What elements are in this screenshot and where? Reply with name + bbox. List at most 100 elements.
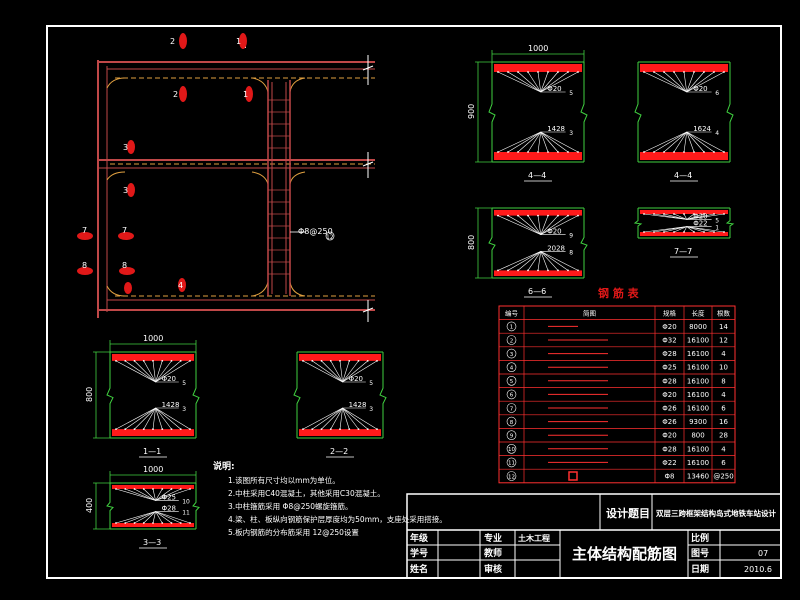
bottom-rebar-band (640, 232, 728, 236)
rebar-dot (703, 213, 705, 215)
bar-number: 11 (508, 461, 515, 467)
rebar-dot (497, 269, 499, 272)
bar-number-circle (506, 362, 517, 373)
table-cell: 16100 (687, 350, 709, 358)
leader-line (663, 226, 687, 233)
rebar-dot (320, 428, 323, 431)
leader-line (537, 131, 542, 153)
major-label: 专业 (484, 532, 502, 544)
rebar-dot (567, 71, 569, 73)
leader-line (342, 407, 368, 430)
rebar-dot (376, 428, 378, 431)
rebar-dot (683, 231, 685, 233)
bar-number: 9 (510, 434, 514, 440)
design-topic-label: 设计题目 (606, 506, 650, 520)
rebar-dot (537, 71, 539, 73)
section-outline (106, 352, 114, 438)
section-outline (580, 62, 588, 162)
leader-line (507, 251, 541, 271)
top-rebar-band (494, 64, 582, 72)
section-outline (726, 62, 734, 162)
table-cell: 10 (719, 364, 728, 372)
rebar-dot (723, 231, 725, 233)
title-block (406, 493, 782, 579)
leader-line (540, 251, 569, 271)
bar-number: 4 (510, 366, 514, 372)
rebar-dot (339, 428, 341, 431)
rebar-dot (547, 71, 549, 73)
leader-line (686, 71, 695, 93)
rebar-dot (142, 522, 145, 524)
section-outline (192, 483, 200, 529)
plan-mark-label: 8 (122, 261, 127, 270)
bottom-bar-mark: 3 (182, 406, 186, 413)
section-outline (192, 352, 200, 438)
section-outline (580, 208, 588, 278)
rebar-dot (507, 214, 509, 217)
rebar-dot (115, 428, 117, 431)
rebar-dot (653, 231, 655, 233)
table-cell: 16 (719, 418, 728, 426)
leader-line (540, 251, 579, 271)
leader-line (155, 511, 181, 524)
leader-line (537, 71, 542, 93)
design-topic-value: 双层三跨框架结构岛式地铁车站设计 (656, 508, 776, 518)
bottom-bar-mark: 3 (569, 130, 573, 137)
height-dimension: 400 (85, 498, 94, 513)
leader-line (134, 511, 156, 524)
leader-line (155, 407, 191, 430)
bottom-rebar-band (494, 270, 582, 276)
plan-mark-label: 4 (178, 281, 183, 290)
rebar-dot (557, 269, 559, 272)
rebar-dot (170, 359, 173, 362)
rebar-dot (179, 522, 182, 524)
rebar-dot (713, 151, 715, 153)
table-cell: 800 (691, 432, 704, 440)
leader-line (537, 215, 542, 235)
table-cell: @250 (713, 473, 733, 481)
note-item: 1.该图所有尺寸均以mm为单位。 (228, 475, 340, 485)
rebar-dot (152, 428, 154, 431)
bottom-bar-label: 1428 (547, 125, 565, 133)
leader-line (527, 251, 542, 271)
rebar-dot (142, 359, 145, 362)
section-outline (293, 352, 301, 438)
rebar-dot (302, 359, 304, 362)
top-bar-mark: 5 (715, 217, 719, 224)
bar-number-circle (506, 321, 517, 332)
rebar-dot (517, 71, 519, 73)
rebar-dot (152, 359, 154, 362)
rebar-dot (693, 151, 695, 153)
leader-line (686, 226, 695, 233)
rebar-dot (673, 71, 675, 73)
plan-mark-label: 3 (123, 186, 128, 195)
rebar-dot (713, 213, 715, 215)
rebar-dot (170, 428, 173, 431)
section-outline (633, 208, 643, 238)
leader-line (155, 360, 181, 383)
rebar-dot (643, 213, 645, 215)
rebar-dot (161, 359, 164, 362)
rebar-dot (517, 269, 519, 272)
rebar-dot (547, 151, 549, 153)
bar-number-circle (506, 457, 517, 468)
table-cell: Φ28 (662, 350, 676, 358)
top-bar-label: Φ20 (349, 375, 363, 383)
rebar-dot (693, 213, 695, 215)
rebar-dot (115, 522, 117, 524)
leader-line (686, 226, 705, 233)
rebar-dot (557, 214, 559, 217)
height-dimension: 800 (467, 235, 476, 250)
rebar-dot (189, 522, 191, 524)
section-title: 6—6 (528, 287, 546, 296)
leader-line (115, 407, 156, 430)
table-cell: 16100 (687, 377, 709, 385)
table-cell: 8000 (689, 323, 707, 331)
section-outline (488, 208, 496, 278)
table-border (498, 305, 736, 484)
title-block-text: 设计题目 双层三跨框架结构岛式地铁车站设计 年级 学号 姓名 专业 土木工程 教… (409, 506, 776, 575)
advisor-label: 教师 (483, 547, 502, 559)
leader-line (339, 407, 343, 430)
note-item: 5.板内钢筋的分布筋采用 12@250设置 (228, 527, 359, 537)
